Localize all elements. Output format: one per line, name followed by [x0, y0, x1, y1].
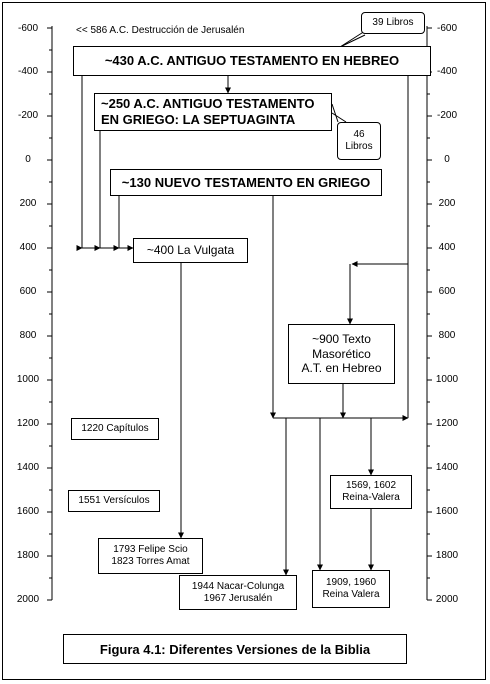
axis-tick-label: 800 [438, 330, 456, 341]
axis-tick-label: 1000 [435, 374, 459, 385]
axis-tick-label: 600 [19, 286, 37, 297]
box-scio-amat: 1793 Felipe Scio 1823 Torres Amat [98, 538, 203, 574]
axis-tick-label: 1000 [16, 374, 40, 385]
box-reina-valera-1569: 1569, 1602 Reina-Valera [330, 475, 412, 509]
axis-tick-label: -400 [436, 66, 457, 77]
box-septuaginta: ~250 A.C. ANTIGUO TESTAMENTO EN GRIEGO: … [94, 93, 332, 131]
axis-tick-label: -200 [17, 110, 38, 121]
axis-tick-label: 1600 [16, 506, 40, 517]
box-vulgata: ~400 La Vulgata [133, 238, 248, 263]
callout-39-libros: 39 Libros [361, 12, 425, 34]
axis-tick-label: 400 [438, 242, 456, 253]
axis-tick-label: 400 [19, 242, 37, 253]
box-versiculos: 1551 Versículos [68, 490, 160, 512]
axis-tick-label: -600 [436, 23, 457, 34]
axis-tick-label: 1400 [16, 462, 40, 473]
axis-tick-label: 1200 [16, 418, 40, 429]
axis-tick-label: 2000 [16, 594, 40, 605]
axis-tick-label: -400 [17, 66, 38, 77]
axis-tick-label: 1200 [435, 418, 459, 429]
axis-tick-label: 1600 [435, 506, 459, 517]
axis-tick-label: -200 [436, 110, 457, 121]
box-capitulos: 1220 Capítulos [71, 418, 159, 440]
axis-tick-label: 200 [438, 198, 456, 209]
axis-tick-label: 0 [25, 154, 31, 165]
box-masoretico: ~900 Texto Masorético A.T. en Hebreo [288, 324, 395, 384]
axis-tick-label: 200 [19, 198, 37, 209]
box-nt-griego: ~130 NUEVO TESTAMENTO EN GRIEGO [110, 169, 382, 196]
figure-caption: Figura 4.1: Diferentes Versiones de la B… [63, 634, 407, 664]
axis-tick-label: 600 [438, 286, 456, 297]
figure-frame [2, 2, 486, 680]
callout-46-libros: 46 Libros [337, 122, 381, 160]
axis-tick-label: -600 [17, 23, 38, 34]
axis-tick-label: 1800 [16, 550, 40, 561]
box-at-hebreo: ~430 A.C. ANTIGUO TESTAMENTO EN HEBREO [73, 46, 431, 76]
axis-tick-label: 1400 [435, 462, 459, 473]
axis-tick-label: 0 [444, 154, 450, 165]
axis-tick-label: 2000 [435, 594, 459, 605]
box-reina-valera-1909: 1909, 1960 Reina Valera [312, 570, 390, 608]
axis-tick-label: 1800 [435, 550, 459, 561]
axis-tick-label: 800 [19, 330, 37, 341]
header-note: << 586 A.C. Destrucción de Jerusalén [76, 25, 245, 36]
box-nacar-colunga: 1944 Nacar-Colunga 1967 Jerusalén [179, 575, 297, 610]
